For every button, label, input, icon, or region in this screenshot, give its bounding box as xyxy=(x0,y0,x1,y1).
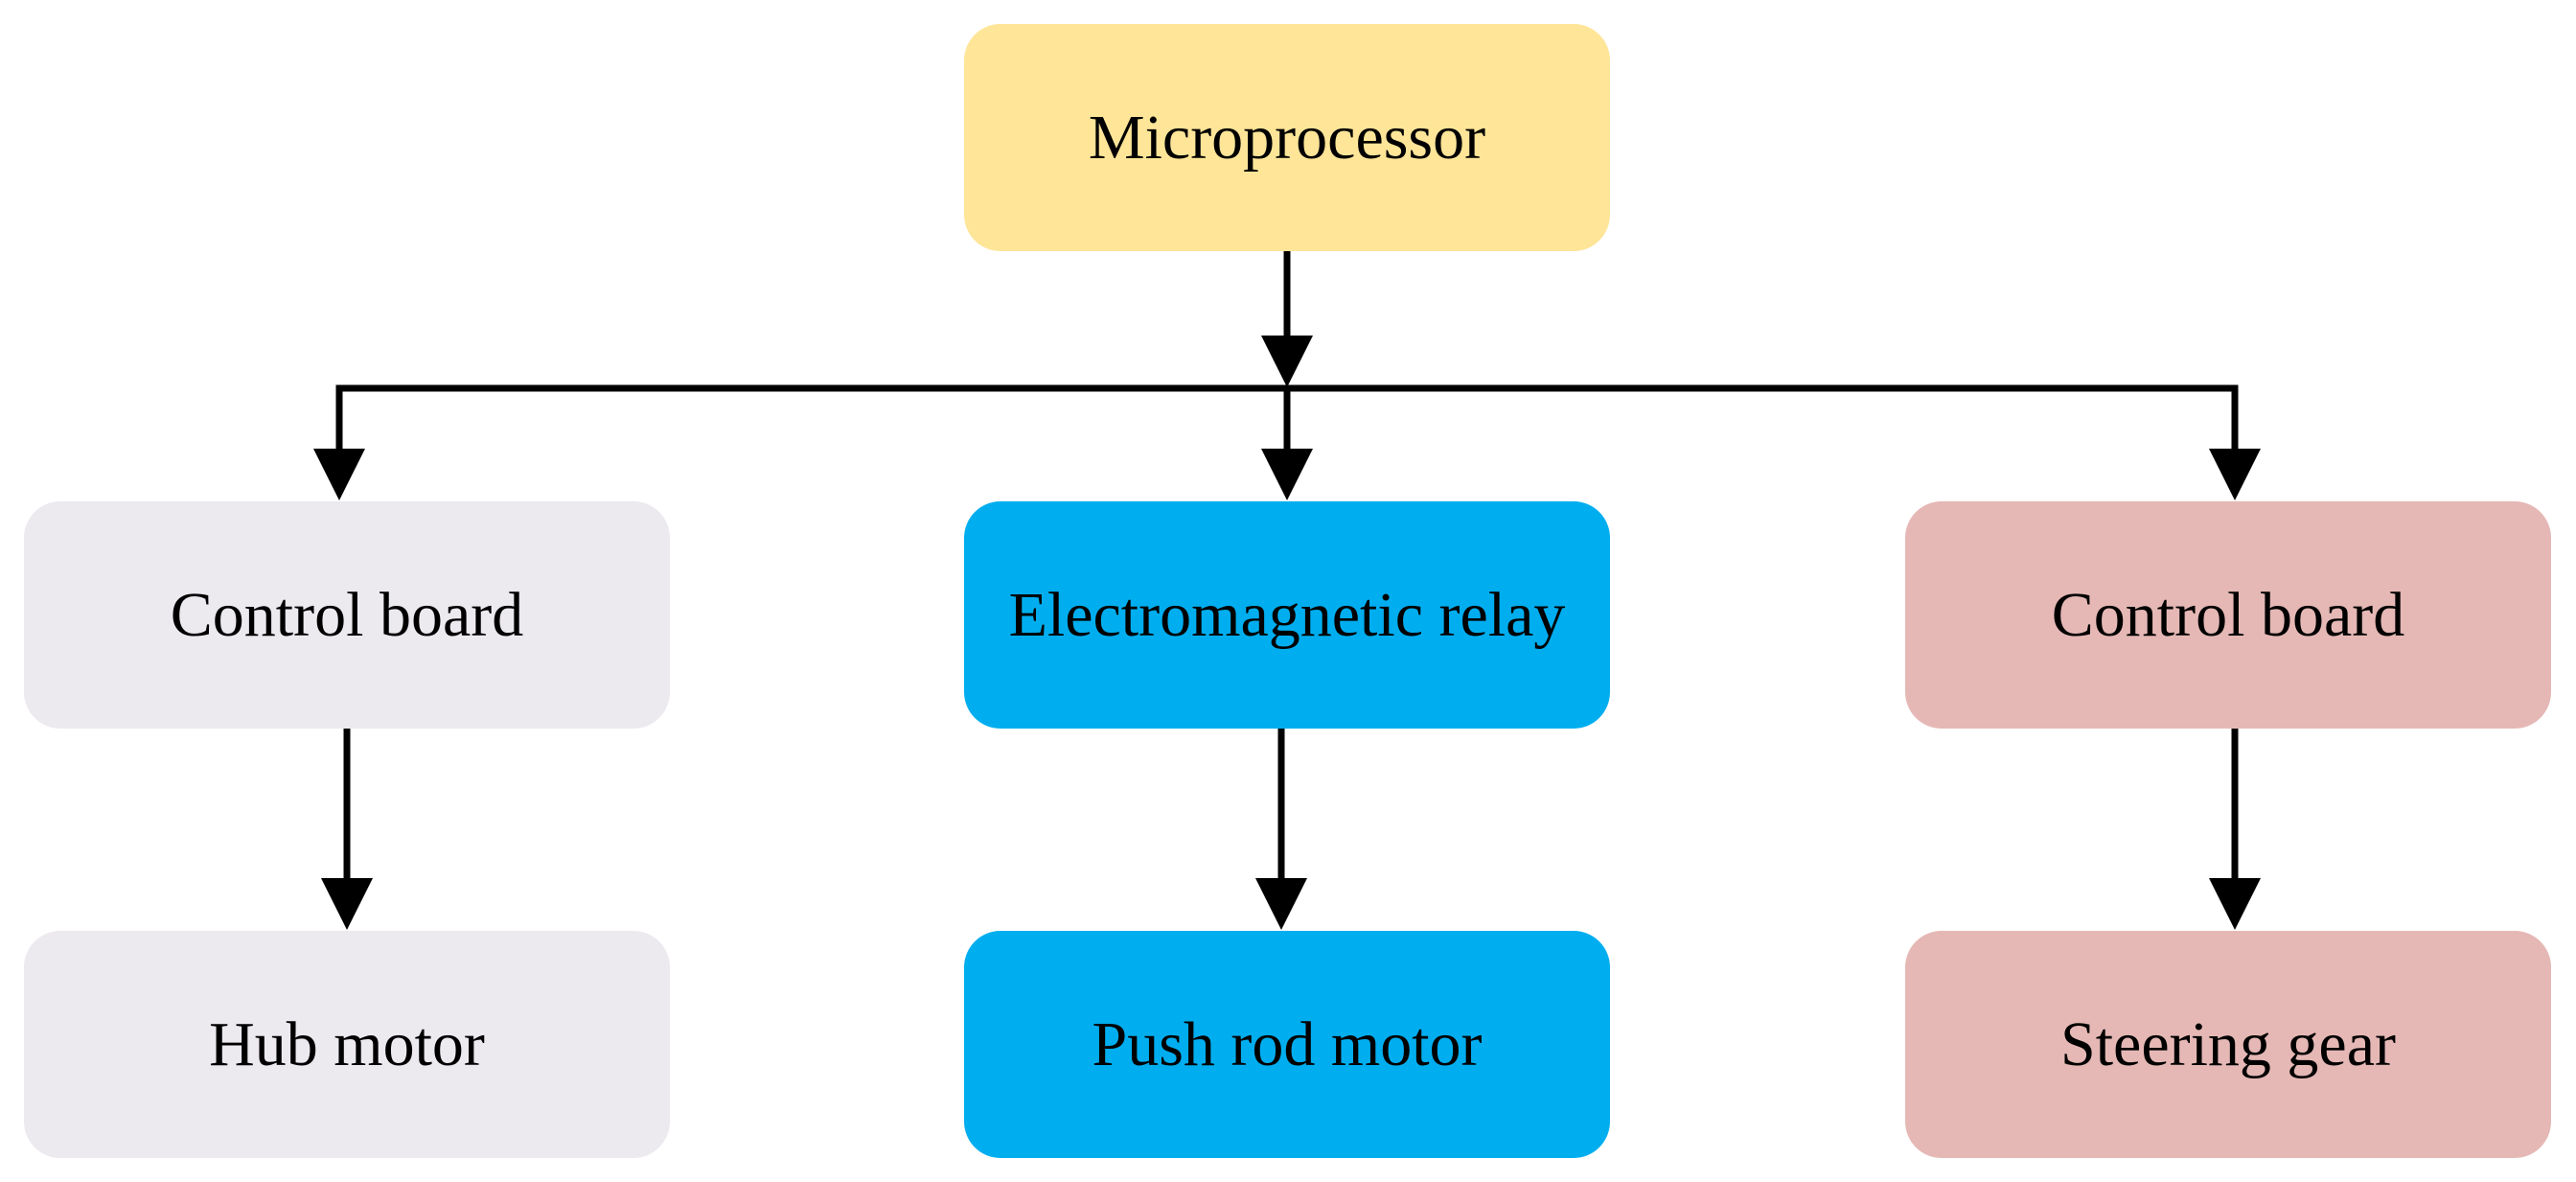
control-board-right-label: Control board xyxy=(2051,579,2405,650)
electromagnetic-relay-node: Electromagnetic relay xyxy=(964,501,1610,729)
arrowhead-to-bus xyxy=(1261,336,1313,387)
hub-motor-node: Hub motor xyxy=(24,931,670,1158)
control-board-left-node: Control board xyxy=(24,501,670,729)
electromagnetic-relay-label: Electromagnetic relay xyxy=(1008,579,1566,650)
control-board-right-node: Control board xyxy=(1905,501,2551,729)
push-rod-motor-node: Push rod motor xyxy=(964,931,1610,1158)
steering-gear-node: Steering gear xyxy=(1905,931,2551,1158)
arrowhead-to-control-board-right xyxy=(2209,449,2261,500)
control-board-left-label: Control board xyxy=(170,579,524,650)
microprocessor-node: Microprocessor xyxy=(964,24,1610,251)
push-rod-motor-label: Push rod motor xyxy=(1092,1008,1483,1079)
microprocessor-label: Microprocessor xyxy=(1088,102,1486,173)
arrowhead-to-hub-motor xyxy=(321,878,373,930)
hub-motor-label: Hub motor xyxy=(209,1008,485,1079)
steering-gear-label: Steering gear xyxy=(2059,1008,2396,1079)
arrowhead-to-control-board-left xyxy=(313,449,365,500)
arrowhead-to-steering-gear xyxy=(2209,878,2261,930)
arrowhead-to-electromagnetic-relay xyxy=(1261,449,1313,500)
arrowhead-to-push-rod-motor xyxy=(1255,878,1307,930)
